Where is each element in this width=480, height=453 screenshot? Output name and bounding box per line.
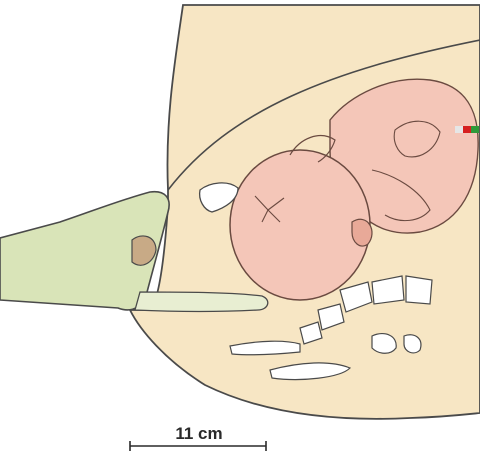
examiner-fingers: [135, 292, 268, 312]
marker-segment: [455, 126, 463, 133]
scale-label: 11 cm: [130, 424, 268, 444]
marker-segment: [463, 126, 471, 133]
color-marker: [455, 126, 479, 133]
fetus-head: [230, 150, 370, 300]
vertebra: [406, 276, 432, 304]
fetus-ear: [352, 219, 372, 246]
marker-segment: [471, 126, 479, 133]
ischial-spine-2: [404, 335, 421, 353]
ischial-spine: [372, 334, 396, 354]
